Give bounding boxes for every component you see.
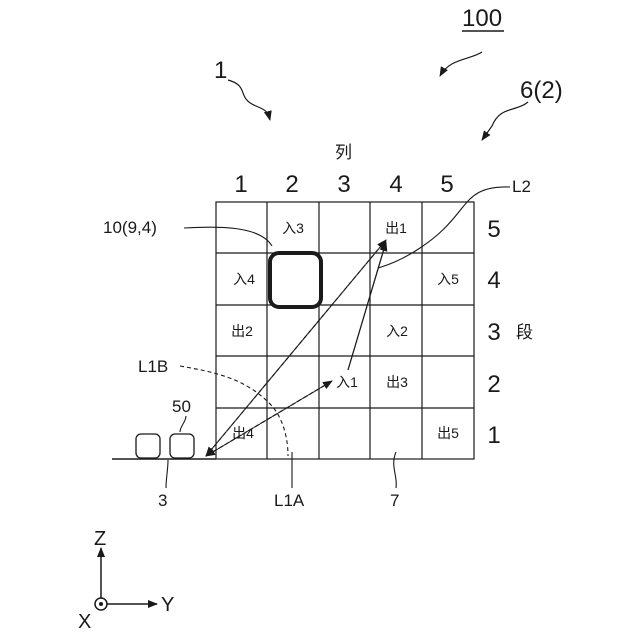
row-header-5: 5 xyxy=(487,216,500,243)
z-axis-label: Z xyxy=(94,528,106,550)
article-box-2 xyxy=(170,434,194,458)
ref-6: 6(2) xyxy=(520,77,563,104)
row-header-3: 3 xyxy=(487,319,500,346)
column-header-5: 5 xyxy=(440,171,453,198)
column-header-1: 1 xyxy=(234,171,247,198)
ref-50-leader xyxy=(180,416,186,432)
row-header-4: 4 xyxy=(487,267,500,294)
cell-r3-c4: 入2 xyxy=(386,323,408,339)
ref-100: 100 xyxy=(462,5,502,32)
ref-L1B-label: L1B xyxy=(138,357,168,376)
ref-10-label: 10(9,4) xyxy=(103,218,157,237)
ref-100-leader xyxy=(440,52,482,76)
ref-1-leader xyxy=(228,80,270,120)
path-L2-arrow xyxy=(348,242,386,370)
ref-1: 1 xyxy=(214,57,227,84)
container-10 xyxy=(270,253,321,307)
column-label: 列 xyxy=(335,143,352,162)
cell-r1-c5: 出5 xyxy=(437,425,459,441)
column-header-2: 2 xyxy=(285,171,298,198)
y-axis-label: Y xyxy=(161,594,174,616)
ref-3-label: 3 xyxy=(158,491,167,510)
ref-7-label: 7 xyxy=(390,491,399,510)
cell-r2-c4: 出3 xyxy=(386,374,408,390)
column-header-4: 4 xyxy=(389,171,402,198)
row-header-1: 1 xyxy=(487,422,500,449)
ref-50-label: 50 xyxy=(172,397,191,416)
cell-r2-c3: 入1 xyxy=(336,374,358,390)
ref-10-leader xyxy=(184,227,272,246)
cell-r5-c2: 入3 xyxy=(282,220,304,236)
cell-r4-c1: 入4 xyxy=(233,271,255,287)
ref-7-leader xyxy=(394,452,397,488)
column-header-3: 3 xyxy=(337,171,350,198)
cell-r3-c1: 出2 xyxy=(231,323,253,339)
cell-r5-c4: 出1 xyxy=(385,220,407,236)
ref-6-leader xyxy=(482,102,528,140)
ref-L1A-label: L1A xyxy=(274,491,305,510)
cell-r4-c5: 入5 xyxy=(437,271,459,287)
row-label: 段 xyxy=(516,323,533,342)
ref-L1B-leader xyxy=(180,366,288,456)
article-box-1 xyxy=(136,434,160,458)
ref-3-leader xyxy=(166,460,168,488)
row-header-2: 2 xyxy=(487,371,500,398)
x-axis-dot xyxy=(99,602,103,606)
ref-L2-label: L2 xyxy=(512,177,531,196)
storage-grid xyxy=(216,202,474,459)
x-axis-label: X xyxy=(78,611,91,633)
